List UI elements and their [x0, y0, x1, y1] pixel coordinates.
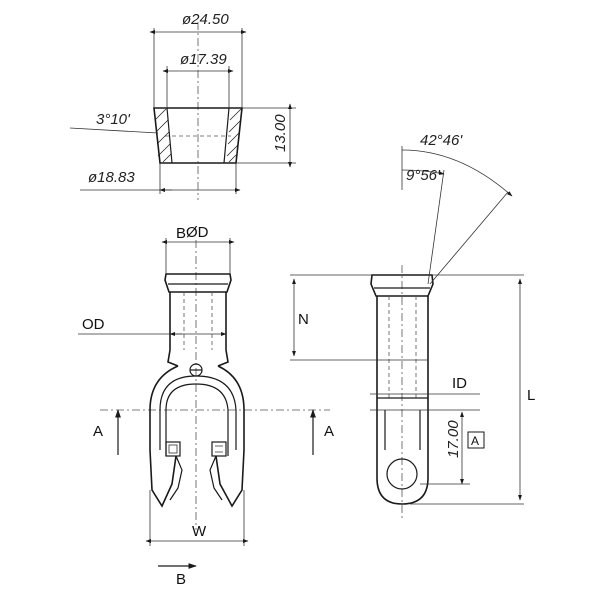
dim-slot-height: 17.00 — [445, 420, 462, 458]
datum-ref: A — [471, 434, 479, 448]
label-B-top: B — [176, 225, 186, 242]
side-pin-hole — [386, 458, 418, 490]
bushing-bore-right — [223, 107, 230, 164]
bushing-hatch-right — [226, 108, 242, 163]
label-L: L — [527, 387, 535, 404]
datum-box — [467, 431, 485, 449]
dim-angle-outer: 42°46' — [420, 132, 463, 149]
side-shaft — [376, 296, 429, 478]
clip-insert-left — [165, 441, 181, 457]
front-view: A A ØD B OD — [78, 224, 334, 588]
fork-inner-ring — [165, 383, 229, 456]
dim-arc-outer-angle — [401, 149, 513, 197]
label-A-right: A — [324, 423, 334, 440]
label-OD-top: ØD — [186, 224, 209, 241]
top-view: ø24.50 ø17.39 13.00 ø18.83 3°10' — [69, 11, 296, 200]
dim-inner-diameter: ø17.39 — [180, 51, 227, 68]
bushing-hatch-left — [154, 108, 172, 163]
dim-angle-inner: 9°56' — [406, 167, 441, 184]
bushing-bore-left — [166, 107, 173, 164]
fork-top-cap — [164, 273, 232, 293]
label-A-left: A — [93, 423, 103, 440]
angle-leader-right — [429, 191, 509, 285]
angle-leader-left — [427, 169, 445, 285]
label-N: N — [298, 311, 309, 328]
side-rounded-end — [376, 477, 429, 505]
dim-arc-inner-angle — [401, 169, 445, 175]
fork-shaft — [169, 292, 227, 350]
dim-taper-angle: 3°10' — [96, 111, 131, 128]
dim-outer-diameter: ø24.50 — [182, 11, 229, 28]
fork-left-jaw — [149, 365, 179, 508]
label-ID: ID — [452, 375, 467, 392]
dim-height: 13.00 — [272, 114, 289, 152]
clip-insert-right — [211, 441, 227, 457]
dim-line-taper-angle — [69, 127, 159, 134]
dim-bottom-diameter: ø18.83 — [88, 169, 135, 186]
side-view: N ID 17.00 A L 42°46' 9°56' — [290, 132, 535, 518]
label-W: W — [192, 523, 207, 540]
label-B-bottom: B — [176, 571, 186, 588]
label-OD: OD — [82, 316, 105, 333]
fork-right-jaw — [215, 365, 245, 508]
